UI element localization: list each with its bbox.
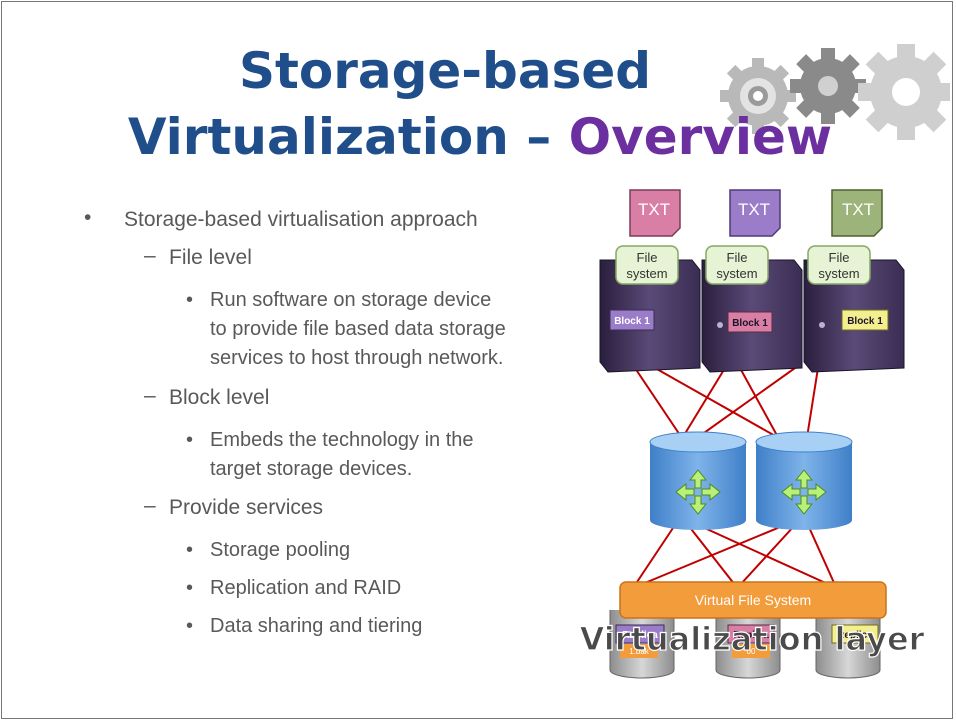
bullet-provide-services: Provide services — [169, 496, 324, 519]
block-label: Block 1 — [732, 318, 768, 329]
disk-icon: Replica — [815, 610, 881, 679]
dash-marker: – — [144, 244, 156, 267]
file-system-box: File system — [807, 245, 871, 285]
gear-icon — [858, 44, 950, 140]
document-icon: TXT — [629, 189, 681, 237]
virtual-file-system-bar: Virtual File System — [619, 581, 887, 619]
service-1: Storage pooling — [210, 539, 351, 561]
replica-label: Replica — [837, 630, 873, 641]
doc-label: TXT — [638, 200, 670, 219]
replica-sub: 00 — [747, 647, 756, 656]
bullet-file-level: File level — [169, 246, 252, 269]
bullet-marker: • — [84, 206, 92, 229]
document-icon: TXT — [729, 189, 781, 237]
replica-label: Replica — [733, 630, 769, 641]
file-system-box: File system — [705, 245, 769, 285]
gear-icon — [790, 48, 866, 124]
title-line-2-accent: Overview — [568, 108, 833, 166]
sub-bullet-marker: • — [186, 615, 194, 637]
file-level-desc-3: services to host through network. — [210, 347, 504, 369]
dash-marker: – — [144, 384, 156, 407]
service-3: Data sharing and tiering — [210, 615, 423, 637]
doc-label: TXT — [842, 200, 874, 219]
block-label: Block 1 — [847, 316, 883, 327]
fs-label-2: system — [716, 266, 757, 281]
disk-icon: Replica 00 — [715, 610, 781, 679]
fs-label-2: system — [626, 266, 667, 281]
replica-sub: 1.bak — [629, 647, 650, 656]
block-level-desc-1: Embeds the technology in the — [210, 429, 474, 451]
virtualization-layer-label: Virtualization layer — [580, 620, 925, 658]
disk-icon: Replica 1.bak — [609, 610, 675, 679]
virtualization-diagram: TXT TXT TXT Block 1 Block 1 Block 1 — [580, 189, 925, 679]
bullet-main: Storage-based virtualisation approach — [124, 208, 478, 231]
slide-title: Storage-based Virtualization – Overview — [60, 38, 930, 170]
router-icon — [755, 431, 853, 530]
fs-label-1: File — [727, 250, 748, 265]
document-icon: TXT — [831, 189, 883, 237]
doc-label: TXT — [738, 200, 770, 219]
service-2: Replication and RAID — [210, 577, 402, 599]
sub-bullet-marker: • — [186, 289, 194, 311]
gears-decoration — [720, 44, 950, 140]
bullet-block-level: Block level — [169, 386, 270, 409]
server-icon: Block 1 — [599, 259, 701, 373]
fs-label-1: File — [829, 250, 850, 265]
server-icon: Block 1 — [803, 259, 905, 373]
server-icon: Block 1 — [701, 259, 803, 373]
title-line-2-main: Virtualization – — [127, 108, 569, 166]
vfs-label: Virtual File System — [695, 592, 811, 608]
block-level-desc-2: target storage devices. — [210, 458, 413, 480]
sub-bullet-marker: • — [186, 429, 194, 451]
title-line-2: Virtualization – Overview — [60, 104, 930, 170]
fs-label-1: File — [637, 250, 658, 265]
replica-label: Replica — [622, 630, 658, 641]
dash-marker: – — [144, 494, 156, 517]
block-label: Block 1 — [614, 316, 650, 327]
fs-label-2: system — [818, 266, 859, 281]
file-level-desc-1: Run software on storage device — [210, 289, 492, 311]
sub-bullet-marker: • — [186, 539, 194, 561]
title-line-1: Storage-based — [238, 42, 652, 100]
gear-icon — [720, 58, 796, 134]
router-icon — [649, 431, 747, 530]
file-level-desc-2: to provide file based data storage — [210, 318, 506, 340]
file-system-box: File system — [615, 245, 679, 285]
sub-bullet-marker: • — [186, 577, 194, 599]
